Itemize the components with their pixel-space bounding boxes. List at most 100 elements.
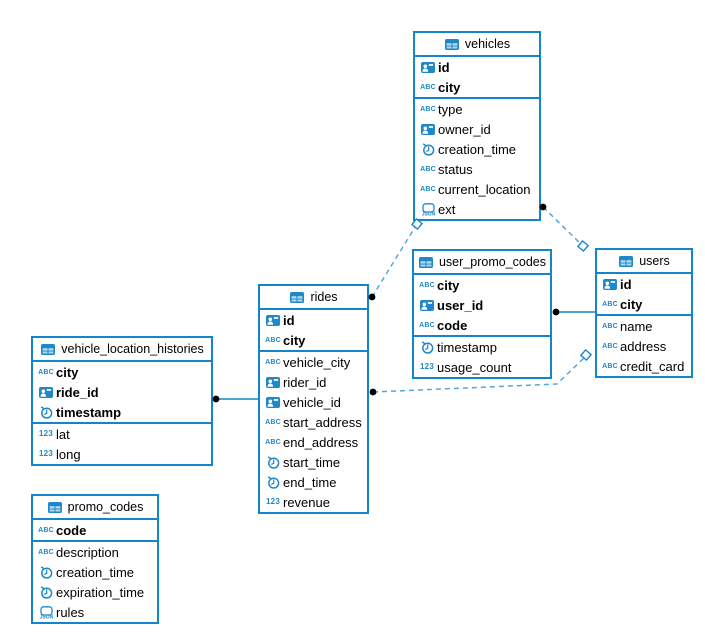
abc-icon: ABC [602, 342, 618, 350]
id-icon [418, 61, 438, 73]
svg-text:JSON: JSON [40, 614, 53, 618]
column-name: ext [438, 201, 456, 217]
column-row[interactable]: start_time [260, 452, 367, 472]
column-row[interactable]: expiration_time [33, 582, 157, 602]
number-icon: 123 [39, 449, 53, 458]
column-name: city [56, 364, 79, 380]
column-name: end_time [283, 474, 337, 490]
column-row[interactable]: id [260, 310, 367, 330]
column-row[interactable]: id [597, 274, 691, 294]
column-name: city [620, 296, 643, 312]
abc-icon: ABC [265, 418, 281, 426]
id-icon [418, 123, 438, 135]
column-row[interactable]: rider_id [260, 372, 367, 392]
column-row[interactable]: user_id [414, 295, 550, 315]
table-header[interactable]: promo_codes [33, 496, 157, 520]
table-icon [40, 343, 56, 355]
clock-icon [36, 565, 56, 579]
column-row[interactable]: owner_id [415, 119, 539, 139]
column-name: end_address [283, 434, 359, 450]
table-icon [47, 501, 63, 513]
column-name: timestamp [437, 339, 497, 355]
number-icon: 123 [39, 429, 53, 438]
section-divider [33, 422, 211, 424]
column-name: code [56, 522, 87, 538]
abc-icon: ABC [420, 165, 436, 173]
column-name: id [438, 59, 450, 75]
abc-icon: ABC [265, 336, 281, 344]
table-name: promo_codes [67, 500, 144, 514]
column-name: rules [56, 604, 85, 620]
column-name: creation_time [56, 564, 135, 580]
column-row[interactable]: timestamp [414, 337, 550, 357]
column-name: address [620, 338, 667, 354]
relationship-dot-endpoint [369, 388, 377, 396]
abc-icon: ABC [602, 362, 618, 370]
abc-icon: ABC [420, 83, 436, 91]
column-row[interactable]: creation_time [415, 139, 539, 159]
column-name: current_location [438, 181, 531, 197]
column-name: revenue [283, 494, 330, 510]
column-name: code [437, 317, 468, 333]
column-name: start_time [283, 454, 341, 470]
table-name: users [639, 254, 670, 268]
abc-icon: ABC [420, 105, 436, 113]
clock-icon [263, 455, 283, 469]
table-header[interactable]: user_promo_codes [414, 251, 550, 275]
clock-icon [263, 475, 283, 489]
id-icon [417, 299, 437, 311]
column-row[interactable]: vehicle_id [260, 392, 367, 412]
table-header[interactable]: vehicles [415, 33, 539, 57]
column-name: id [620, 276, 632, 292]
column-name: type [438, 101, 463, 117]
abc-icon: ABC [602, 322, 618, 330]
table-header[interactable]: rides [260, 286, 367, 310]
table-name: user_promo_codes [438, 255, 546, 269]
table-header[interactable]: vehicle_location_histories [33, 338, 211, 362]
abc-icon: ABC [419, 321, 435, 329]
table-icon [618, 255, 634, 267]
section-divider [33, 540, 157, 542]
abc-icon: ABC [38, 526, 54, 534]
table-header[interactable]: users [597, 250, 691, 274]
table-name: vehicles [464, 37, 511, 51]
column-row[interactable]: timestamp [33, 402, 211, 422]
column-row[interactable]: ride_id [33, 382, 211, 402]
column-row[interactable]: creation_time [33, 562, 157, 582]
section-divider [414, 335, 550, 337]
column-row[interactable]: end_time [260, 472, 367, 492]
table-icon [289, 291, 305, 303]
column-row[interactable]: id [415, 57, 539, 77]
abc-icon: ABC [38, 548, 54, 556]
